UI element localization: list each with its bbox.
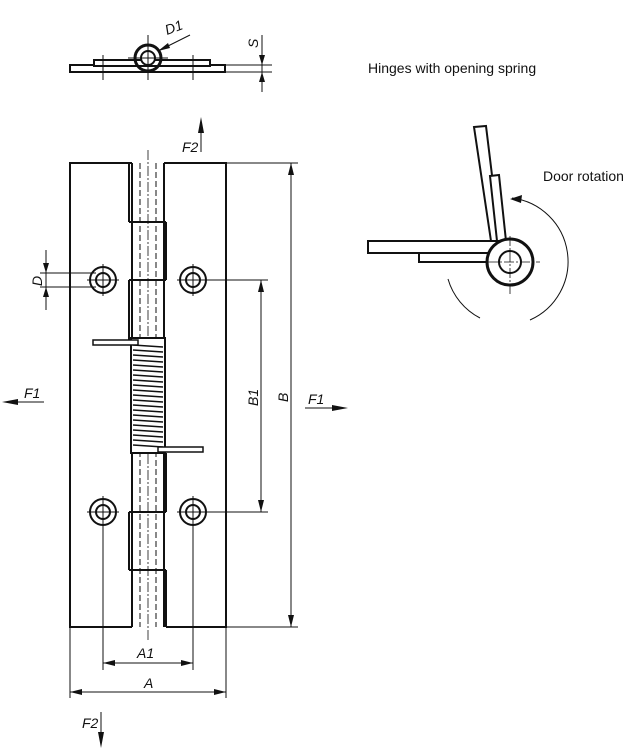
spring-coil	[132, 359, 164, 363]
f2-top-arrow	[198, 117, 204, 133]
a1-arrow-right	[181, 660, 193, 666]
spring-coil	[132, 399, 164, 403]
spring-coil	[132, 389, 164, 393]
s-arrow-top	[259, 55, 265, 65]
hole-top-right	[177, 264, 209, 296]
front-view: D B1 B A1 A F1 F1	[2, 117, 348, 748]
leaf-right	[164, 162, 227, 628]
rotation-view: Door rotation	[367, 124, 624, 321]
spring-coil	[132, 434, 164, 438]
spring-coil	[132, 419, 164, 423]
spring-coil	[132, 364, 164, 368]
hole-top-left	[87, 264, 119, 296]
b1-arrow-top	[258, 280, 264, 292]
leaf-left	[69, 162, 132, 628]
spring-coil	[132, 349, 164, 353]
hole-bottom-left	[87, 496, 119, 528]
b-arrow-bottom	[288, 615, 294, 627]
dim-a1-label: A1	[136, 645, 154, 661]
spring-coil	[132, 354, 164, 358]
spring-coils	[132, 344, 164, 448]
door-rotation-caption: Door rotation	[543, 168, 624, 184]
spring-coil	[132, 439, 164, 443]
spring-coil	[132, 384, 164, 388]
rotation-arrow	[510, 195, 522, 203]
rotation-arc-left	[447, 278, 481, 319]
spring-coil	[132, 369, 164, 373]
title-caption: Hinges with opening spring	[368, 60, 536, 76]
a-arrow-right	[214, 689, 226, 695]
spring-arm-bottom	[157, 446, 204, 453]
b1-arrow-bottom	[258, 500, 264, 512]
spring-coil	[132, 429, 164, 433]
hole-bottom-right	[177, 496, 209, 528]
spring-coil	[132, 394, 164, 398]
spring-arm-top	[92, 339, 139, 346]
f2-bottom-arrow	[98, 732, 104, 748]
a1-arrow-left	[103, 660, 115, 666]
dim-d-label: D	[29, 276, 45, 286]
spring-coil	[132, 379, 164, 383]
dim-b1-label: B1	[245, 389, 261, 406]
f1-left-arrow	[2, 399, 18, 405]
spring-coil	[132, 409, 164, 413]
force-f2-bottom-label: F2	[82, 715, 99, 731]
force-f1-left-label: F1	[24, 385, 40, 401]
a-arrow-left	[70, 689, 82, 695]
spring-coil	[132, 424, 164, 428]
spring-coil	[132, 374, 164, 378]
dim-d1-label: D1	[163, 17, 185, 38]
force-f1-right-label: F1	[308, 391, 324, 407]
f1-right-arrow	[332, 405, 348, 411]
frame-leaf	[367, 240, 509, 254]
dim-s-label: S	[245, 38, 261, 48]
spring-coil	[132, 404, 164, 408]
d-arrow-top	[43, 263, 49, 273]
force-f2-top-label: F2	[182, 139, 199, 155]
spring-coil	[132, 414, 164, 418]
side-view: D1 S	[69, 17, 272, 92]
d-arrow-bottom	[43, 287, 49, 297]
b-arrow-top	[288, 163, 294, 175]
rotation-arc-right	[511, 197, 569, 321]
dim-b-label: B	[275, 393, 291, 402]
dim-a-label: A	[143, 675, 153, 691]
d1-arrow	[158, 43, 170, 51]
frame-leaf-inner	[418, 252, 492, 263]
s-arrow-bottom	[259, 72, 265, 82]
